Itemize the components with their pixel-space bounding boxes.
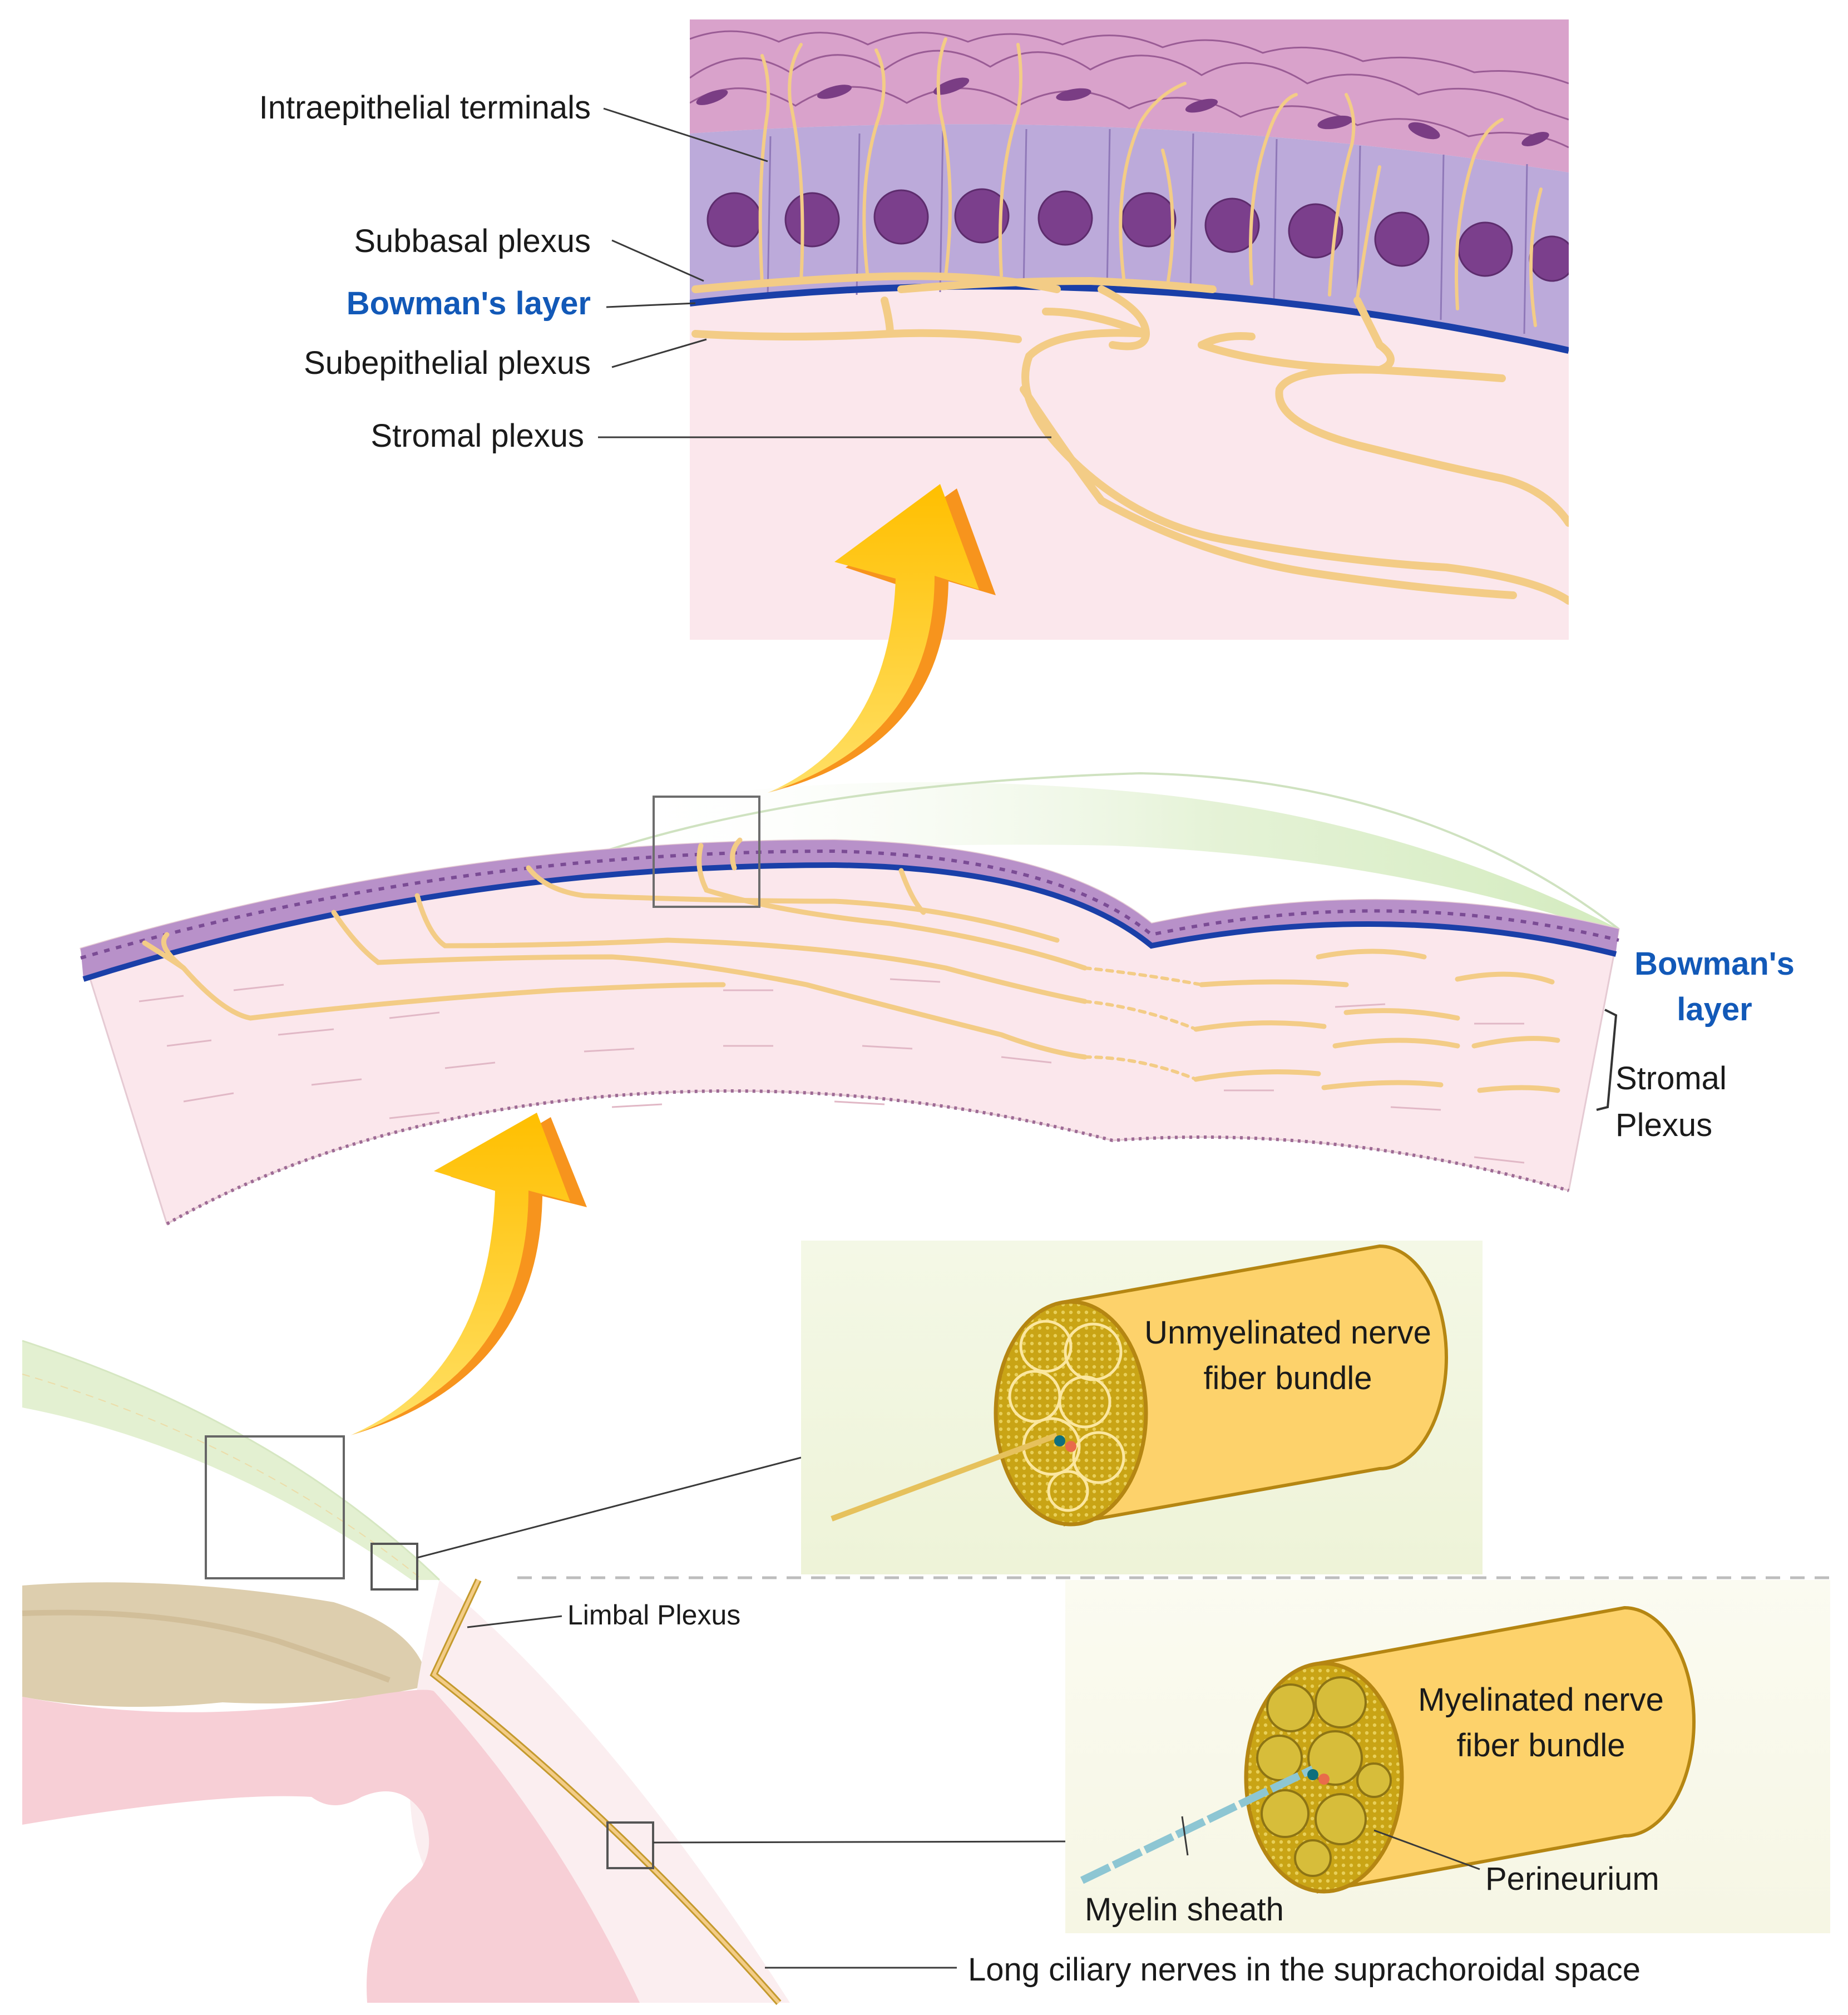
- label-perineurium: Perineurium: [1485, 1861, 1659, 1897]
- magnify-arrow-lower: [350, 1113, 587, 1435]
- label-unmyelinated-line2: fiber bundle: [1203, 1360, 1372, 1396]
- label-bowman-line2: layer: [1677, 991, 1752, 1028]
- arrow-lower-face: [350, 1113, 570, 1435]
- label-bowman-layer-top: Bowman's layer: [347, 285, 591, 322]
- cornea-band: [22, 1341, 439, 1580]
- label-myelinated-line1: Myelinated nerve: [1418, 1682, 1664, 1718]
- squamous-nuclei: [696, 77, 1549, 146]
- top-panel-labels: Intraepithelial terminals Subbasal plexu…: [259, 90, 1051, 454]
- unmyelinated-inset: Unmyelinated nerve fiber bundle: [801, 1241, 1483, 1574]
- subbasal-plexus-nerves: [691, 272, 1395, 374]
- label-long-ciliary-nerves: Long ciliary nerves in the suprachoroida…: [968, 1952, 1641, 1988]
- myelinated-fascicles: [1256, 1676, 1392, 1877]
- basal-cell-walls: [767, 129, 1528, 334]
- stromal-plexus-nerves: [1020, 329, 1569, 605]
- zoom-box-limbus: [205, 1435, 345, 1579]
- leader-myelin-sheath: [1181, 1816, 1189, 1856]
- magnify-arrow-upper: [768, 484, 996, 793]
- cornea-cross-section: [80, 772, 1620, 1226]
- epithelium-cells: [80, 849, 1619, 960]
- ciliary-body: [22, 1690, 640, 2003]
- myelinated-axon: [1080, 1765, 1315, 1884]
- leader-subepithelial: [611, 338, 707, 368]
- stromal-bracket: [1596, 1009, 1618, 1111]
- leader-bowman-top: [606, 302, 696, 308]
- nerve-continuation: [1083, 966, 1203, 1081]
- keratocytes: [139, 978, 1525, 1164]
- label-myelin-sheath: Myelin sheath: [1085, 1891, 1284, 1928]
- zoom-box-unmyelinated: [370, 1543, 418, 1591]
- superficial-epithelium: [690, 19, 1569, 172]
- leader-limbal: [467, 1615, 562, 1628]
- label-stromal-line1: Stromal: [1615, 1060, 1727, 1097]
- label-myelinated-line2: fiber bundle: [1456, 1727, 1625, 1764]
- arrow-upper-face: [768, 484, 979, 793]
- magnified-epithelium-panel: [690, 19, 1569, 640]
- myelinated-cylinder: [1317, 1606, 1696, 1894]
- outer-contour: [556, 772, 1620, 930]
- leader-to-myelinated: [653, 1840, 1066, 1844]
- label-bowman-line1: Bowman's: [1634, 946, 1795, 982]
- label-limbal-plexus: Limbal Plexus: [567, 1599, 740, 1631]
- label-unmyelinated-line1: Unmyelinated nerve: [1144, 1315, 1431, 1351]
- middle-panel-labels: Bowman's layer Stromal Plexus: [1615, 946, 1795, 1143]
- unmyelinated-axon: [831, 1433, 1058, 1522]
- leader-to-unmyelinated: [417, 1456, 802, 1559]
- basal-nuclei: [706, 188, 1569, 282]
- myelinated-inset: Myelinated nerve fiber bundle Perineuriu…: [1065, 1580, 1830, 1933]
- middle-stromal-nerves: [142, 837, 1560, 1093]
- bowman-layer: [690, 283, 1569, 354]
- sclera-fade: [612, 782, 1619, 935]
- label-stromal-line2: Plexus: [1615, 1107, 1712, 1143]
- label-stromal-plexus: Stromal plexus: [370, 418, 584, 454]
- leader-perineurium: [1373, 1829, 1480, 1870]
- bowman-layer-middle: [82, 862, 1617, 982]
- label-intraepithelial-terminals: Intraepithelial terminals: [259, 90, 591, 126]
- eye-overview: [22, 1340, 1830, 2005]
- zoom-box-myelinated: [606, 1821, 654, 1869]
- leader-subbasal: [611, 239, 704, 282]
- zoom-box-epithelium: [653, 796, 760, 908]
- iris: [22, 1582, 428, 1707]
- intraepithelial-terminals: [758, 37, 1543, 327]
- unmyelinated-cylinder: [1064, 1244, 1448, 1527]
- label-subbasal-plexus: Subbasal plexus: [354, 223, 591, 259]
- label-subepithelial-plexus: Subepithelial plexus: [304, 345, 591, 381]
- leader-intraepithelial: [603, 107, 768, 162]
